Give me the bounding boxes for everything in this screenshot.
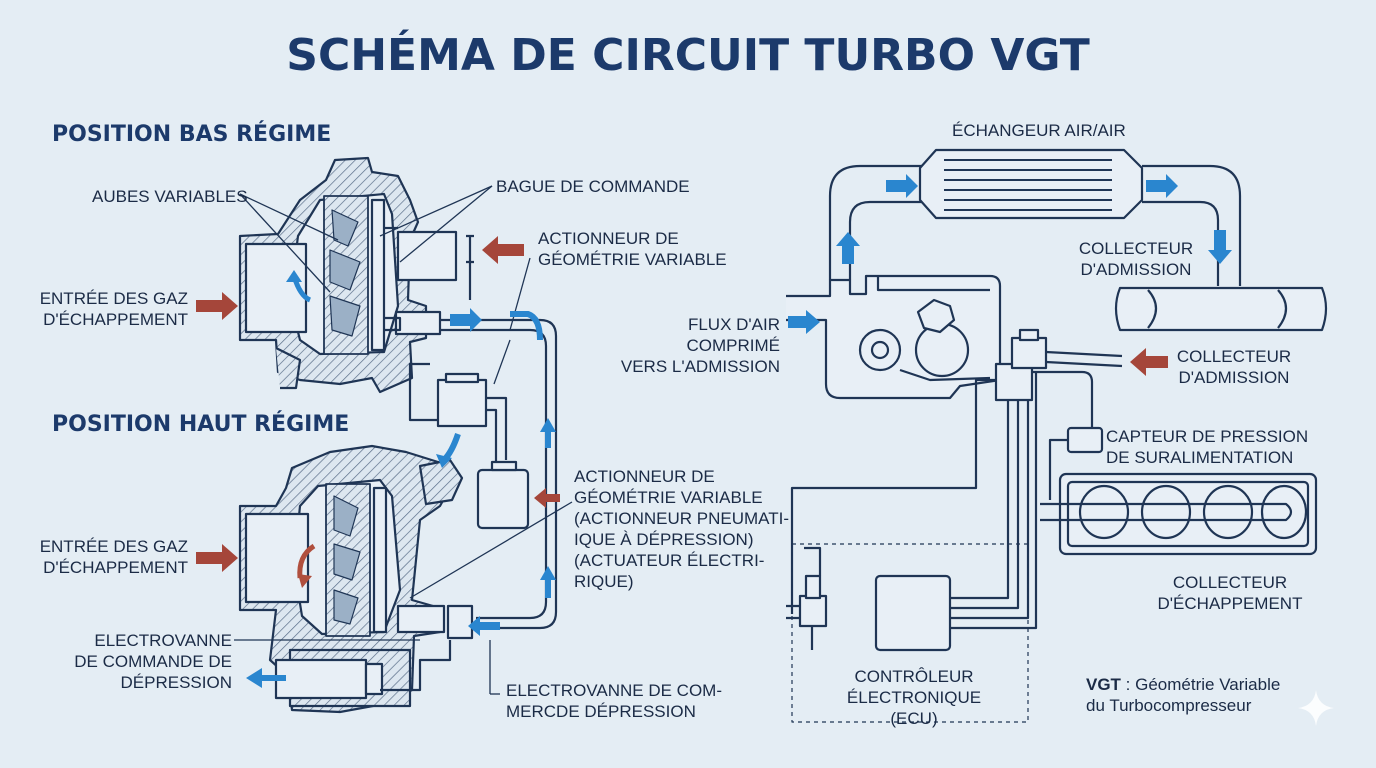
turbo-high-housing	[238, 444, 464, 714]
label-actionneur-low: ACTIONNEUR DE GÉOMÉTRIE VARIABLE	[538, 229, 727, 269]
turbo-low-housing	[238, 156, 458, 394]
intake-circuit	[786, 148, 1328, 723]
label-bague-commande: BAGUE DE COMMANDE	[496, 177, 690, 196]
vacuum-hoses	[380, 318, 558, 692]
label-electrovanne-left: ELECTROVANNE DE COMMANDE DE DÉPRESSION	[74, 631, 232, 692]
label-ecu: CONTRÔLEUR ÉLECTRONIQUE (ECU)	[846, 667, 982, 728]
vgt-legend: VGT : Géométrie Variable du Turbocompres…	[1086, 674, 1280, 716]
section-high-regime: POSITION HAUT RÉGIME	[52, 412, 350, 437]
label-flux-air: FLUX D'AIR COMPRIMÉ VERS L'ADMISSION	[620, 315, 780, 376]
sparkle-icon	[1298, 690, 1334, 726]
vgt-abbr: VGT	[1086, 675, 1121, 694]
label-gaz-inlet-low: ENTRÉE DES GAZ D'ÉCHAPPEMENT	[39, 289, 188, 329]
label-electrovanne-bottom: ELECTROVANNE DE COM- MERCDE DÉPRESSION	[506, 681, 722, 721]
label-gaz-inlet-high: ENTRÉE DES GAZ D'ÉCHAPPEMENT	[39, 537, 188, 577]
leader-lines	[234, 185, 573, 695]
label-collecteur-admission-right: COLLECTEUR D'ADMISSION	[1176, 347, 1292, 387]
label-collecteur-admission-top: COLLECTEUR D'ADMISSION	[1078, 239, 1194, 279]
exhaust-inlet-arrow-high	[196, 544, 238, 572]
label-collecteur-echappement: COLLECTEUR D'ÉCHAPPEMENT	[1157, 573, 1303, 613]
vgt-line2: du Turbocompresseur	[1086, 696, 1252, 715]
label-aubes-variables: AUBES VARIABLES	[92, 187, 248, 206]
vgt-line1: Géométrie Variable	[1135, 675, 1281, 694]
label-actionneur-high: ACTIONNEUR DE GÉOMÉTRIE VARIABLE (ACTION…	[574, 467, 790, 591]
label-capteur-pression: CAPTEUR DE PRESSION DE SURALIMENTATION	[1106, 427, 1309, 467]
actuator-arrow-low	[482, 236, 524, 264]
actuator-arrow-high	[534, 488, 560, 508]
vgt-sep: :	[1120, 675, 1136, 694]
exhaust-inlet-arrow-low	[196, 292, 238, 320]
diagram-title: SCHÉMA DE CIRCUIT TURBO VGT	[286, 30, 1090, 81]
section-low-regime: POSITION BAS RÉGIME	[52, 122, 332, 147]
intake-sensor-arrow	[1130, 348, 1168, 376]
flow-arrows	[196, 174, 1232, 688]
label-echangeur: ÉCHANGEUR AIR/AIR	[952, 121, 1126, 140]
